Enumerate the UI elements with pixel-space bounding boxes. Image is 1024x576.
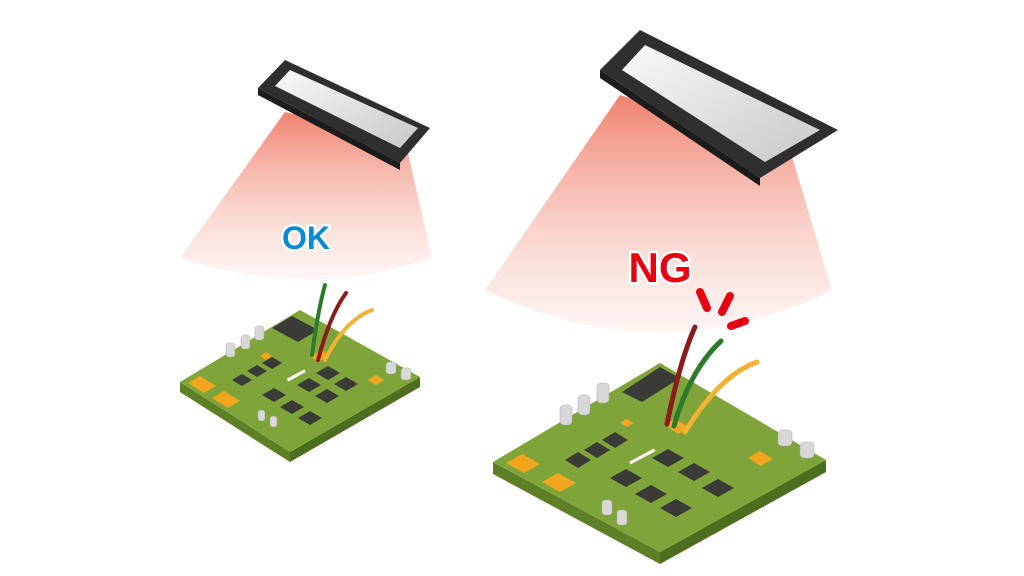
capacitors (559, 382, 815, 526)
chip (622, 367, 680, 402)
chip (272, 316, 318, 342)
failure-burst-icon (696, 288, 749, 330)
capacitors (225, 325, 412, 428)
wires (310, 283, 374, 362)
scene-ok: OK (180, 60, 432, 462)
chips (565, 432, 734, 517)
scanner-device (258, 60, 430, 170)
scene-ng: NG (485, 30, 838, 564)
circuit-board (493, 324, 826, 564)
scan-beam (180, 112, 432, 279)
circuit-board (180, 283, 420, 462)
result-label-ok: OK (282, 220, 330, 256)
chips (232, 357, 358, 425)
scanner-device (600, 30, 838, 186)
result-label-ng: NG (629, 244, 692, 291)
wires (664, 324, 760, 435)
